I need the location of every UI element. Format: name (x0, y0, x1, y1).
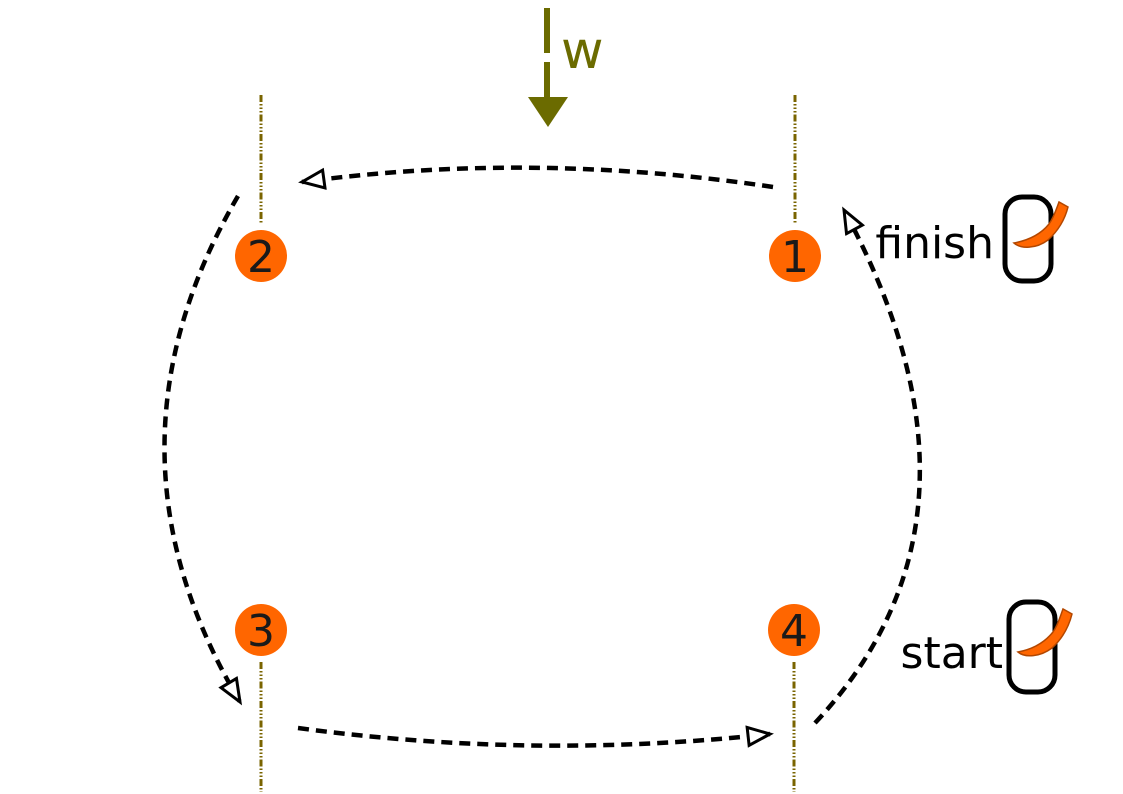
node-4: 4 (768, 604, 820, 657)
start-label: start (901, 628, 1003, 679)
carrier-path-3-to-4 (297, 728, 770, 748)
weft-label: w (561, 21, 604, 81)
carrier-path-4-to-1 (813, 210, 922, 725)
weft-arrow: w (528, 8, 604, 127)
node-1-label: 1 (781, 232, 809, 283)
shuttle-finish-icon (1002, 194, 1069, 284)
shuttle-body (1006, 599, 1058, 695)
yarn-ribbon-icon (1012, 200, 1069, 248)
weft-arrowhead-icon (528, 97, 568, 127)
carrier-path-1-to-2 (302, 165, 774, 187)
yarn-ribbon-icon (1016, 607, 1073, 657)
node-3-circle (235, 604, 287, 656)
node-3-label: 3 (247, 606, 275, 657)
carrier-path-2-to-3 (162, 194, 240, 702)
start-marker: start (901, 599, 1073, 695)
node-2-label: 2 (247, 232, 275, 283)
finish-marker: finish (875, 194, 1069, 284)
node-4-circle (768, 604, 820, 656)
shuttle-start-icon (1006, 599, 1073, 695)
node-4-label: 4 (780, 606, 808, 657)
node-2: 2 (235, 230, 287, 283)
node-2-circle (235, 230, 287, 282)
node-1: 1 (769, 230, 821, 283)
node-1-circle (769, 230, 821, 282)
finish-label: finish (875, 218, 994, 269)
node-3: 3 (235, 604, 287, 657)
